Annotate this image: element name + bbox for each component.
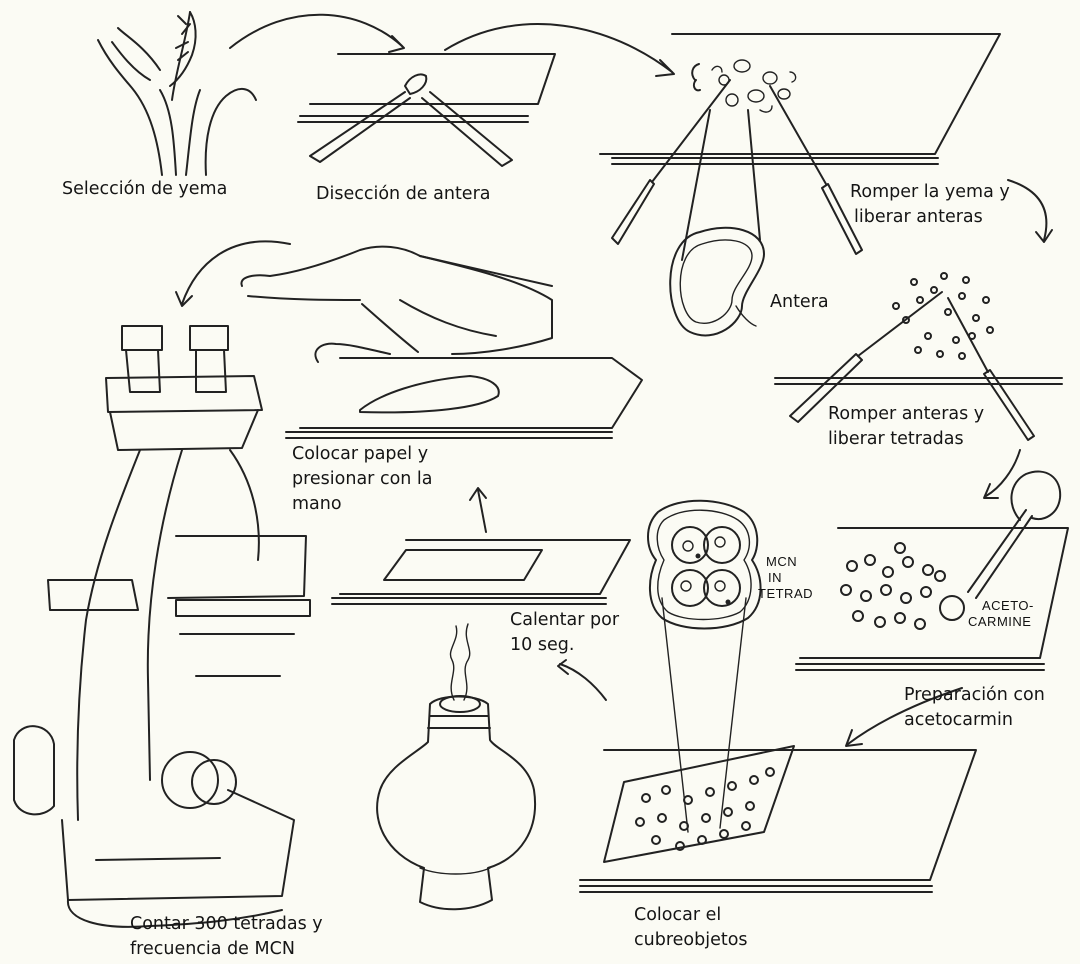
mcn-label-3: TETRAD (758, 586, 813, 601)
step-coverslip-label-1: Colocar el (634, 903, 721, 928)
mcn-label-2: IN (768, 570, 782, 585)
plant-bud-drawing (98, 12, 256, 175)
anther-label: Antera (770, 290, 829, 315)
microscope-drawing (14, 326, 310, 927)
mcn-label-1: MCN (766, 554, 797, 569)
aceto-label-2: CARMINE (968, 614, 1031, 629)
step-heat-label-1: Calentar por (510, 608, 619, 633)
step-break-anthers-label-1: Romper anteras y (828, 402, 984, 427)
coverslip-slide-drawing (580, 598, 976, 892)
alcohol-lamp-drawing (377, 624, 535, 909)
step-press-paper-label-2: presionar con la (292, 467, 433, 492)
step-acetocarmine-label-1: Preparación con (904, 683, 1045, 708)
step-coverslip-label-2: cubreobjetos (634, 928, 748, 953)
step-press-paper-label-3: mano (292, 492, 342, 517)
arrow-2 (445, 24, 672, 72)
arrow-7 (560, 664, 606, 700)
tetrad-magnified-drawing (648, 501, 761, 629)
arrow-8 (182, 241, 290, 304)
step-anther-dissection-label: Disección de antera (316, 182, 491, 207)
arrow-1 (230, 15, 402, 48)
dissection-slide-drawing (298, 54, 555, 166)
step-acetocarmine-label-2: acetocarmin (904, 708, 1013, 733)
arrow-4 (986, 450, 1020, 496)
step-bud-selection-label: Selección de yema (62, 177, 227, 202)
step-break-bud-label-1: Romper la yema y (850, 180, 1010, 205)
step-press-paper-label-1: Colocar papel y (292, 442, 428, 467)
arrow-3 (1008, 180, 1046, 240)
hand-press-drawing (241, 247, 642, 438)
heating-slide-drawing (332, 540, 630, 604)
step-count-label-1: Contar 300 tetradas y (130, 912, 323, 937)
step-heat-label-2: 10 seg. (510, 633, 574, 658)
aceto-label-1: ACETO- (982, 598, 1034, 613)
step-count-label-2: frecuencia de MCN (130, 937, 295, 962)
acetocarmine-slide-drawing (796, 471, 1068, 670)
step-break-bud-label-2: liberar anteras (854, 205, 983, 230)
step-break-anthers-label-2: liberar tetradas (828, 427, 964, 452)
